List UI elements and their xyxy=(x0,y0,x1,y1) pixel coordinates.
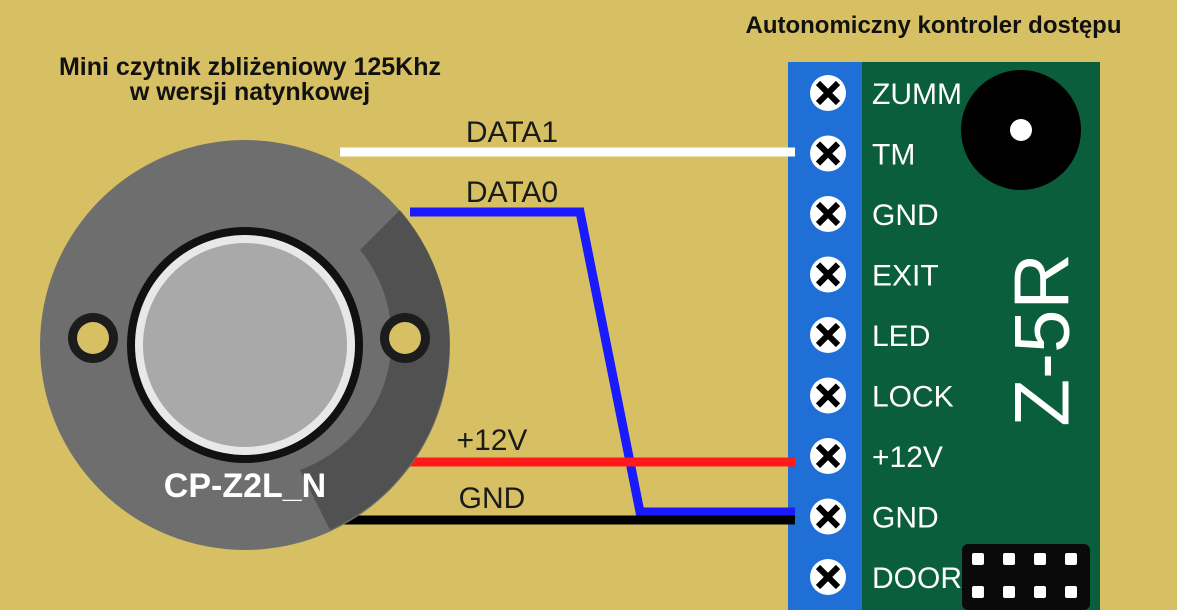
terminal-6: +12V xyxy=(810,438,943,474)
terminal-label: +12V xyxy=(872,441,943,474)
terminal-3: EXIT xyxy=(810,256,939,293)
wire-label-12v: +12V xyxy=(457,424,528,457)
reader-title-line2: w wersji natynkowej xyxy=(129,78,371,106)
terminal-label: GND xyxy=(872,199,939,232)
wires xyxy=(330,147,795,525)
controller-model: Z-5R xyxy=(998,253,1086,426)
wire-label-data1: DATA1 xyxy=(466,116,558,149)
terminal-2: GND xyxy=(810,196,939,232)
terminal-label: LOCK xyxy=(872,381,954,414)
terminal-list: ZUMM TM GND EXIT LED LOCK +12V GND DOOR xyxy=(810,75,962,595)
reader-title-line1: Mini czytnik zbliżeniowy 125Khz xyxy=(58,53,442,81)
terminal-0: ZUMM xyxy=(810,75,962,111)
controller-title: Autonomiczny kontroler dostępu xyxy=(745,12,1122,39)
terminal-5: LOCK xyxy=(810,377,954,414)
reader-model: CP-Z2L_N xyxy=(164,467,326,505)
reader-title: Mini czytnik zbliżeniowy 125Khz w wersji… xyxy=(0,55,500,105)
terminal-4: LED xyxy=(810,317,930,353)
terminal-label: ZUMM xyxy=(872,78,962,111)
terminal-label: GND xyxy=(872,502,939,535)
terminal-1: TM xyxy=(810,135,915,172)
terminal-label: DOOR xyxy=(872,562,962,595)
terminal-label: LED xyxy=(872,320,930,353)
terminal-label: EXIT xyxy=(872,260,939,293)
buzzer-hole xyxy=(1010,119,1032,141)
terminal-label: TM xyxy=(872,139,915,172)
terminal-7: GND xyxy=(810,498,939,535)
wire-label-data0: DATA0 xyxy=(466,176,558,209)
reader-button xyxy=(143,243,347,447)
wire-label-gnd: GND xyxy=(459,482,526,515)
terminal-8: DOOR xyxy=(810,559,962,595)
card-reader: CP-Z2L_N xyxy=(40,140,450,550)
jumper-header xyxy=(962,544,1090,610)
wire-data0 xyxy=(410,207,795,517)
